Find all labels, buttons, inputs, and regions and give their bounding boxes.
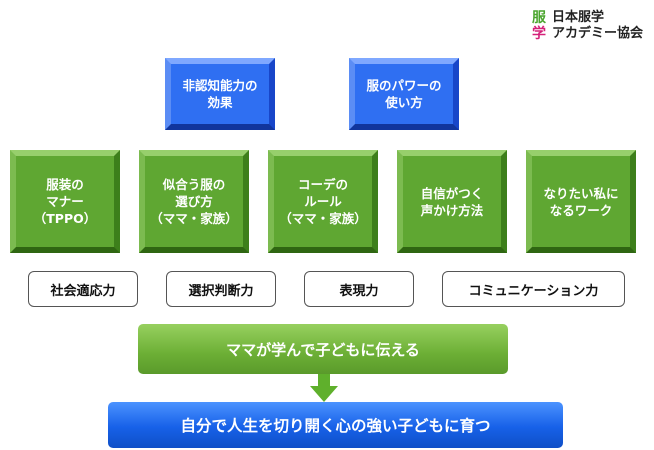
logo-name: 日本服学 アカデミー協会 [552, 10, 643, 42]
box-coordination-rules: コーデの ルール （ママ・家族） [268, 150, 378, 253]
box-ideal-self-work: なりたい私に なるワーク [526, 150, 636, 253]
logo-name-line1: 日本服学 [552, 10, 605, 25]
box-dress-manners: 服装の マナー （TPPO） [10, 150, 120, 253]
logo-mark-bottom: 学 [532, 26, 546, 42]
box-confidence-words: 自信がつく 声かけ方法 [397, 150, 507, 253]
box-non-cognitive-effect: 非認知能力の 効果 [165, 58, 275, 130]
association-logo: 服 学 日本服学 アカデミー協会 [532, 10, 650, 42]
logo-mark: 服 学 [532, 10, 548, 42]
box-clothing-power: 服のパワーの 使い方 [349, 58, 459, 130]
logo-name-line2: アカデミー協会 [552, 26, 644, 41]
box-choosing-clothes: 似合う服の 選び方 （ママ・家族） [139, 150, 249, 253]
skill-decision-making: 選択判断力 [166, 271, 276, 307]
goal-banner: 自分で人生を切り開く心の強い子どもに育つ [108, 402, 563, 448]
logo-mark-top: 服 [532, 10, 546, 26]
skill-social-adaptability: 社会適応力 [28, 271, 138, 307]
mother-learns-banner: ママが学んで子どもに伝える [138, 324, 508, 374]
skill-communication: コミュニケーション力 [442, 271, 625, 307]
down-arrow-icon [310, 374, 338, 402]
skill-expression: 表現力 [304, 271, 414, 307]
